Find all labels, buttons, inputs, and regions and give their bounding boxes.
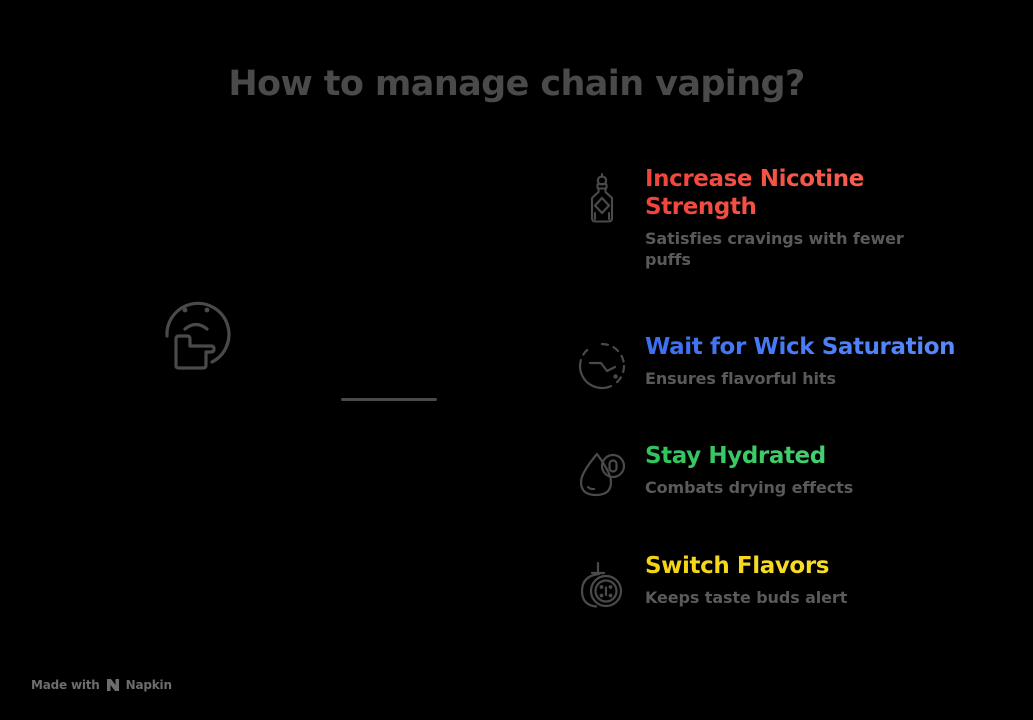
list-item[interactable]: Wait for Wick Saturation Ensures flavorf… — [575, 333, 995, 429]
page-title: How to manage chain vaping? — [228, 64, 805, 104]
list-item-title: Stay Hydrated — [645, 442, 995, 470]
list-item-title: Increase Nicotine Strength — [645, 165, 945, 221]
water-drop-icon — [575, 446, 629, 504]
footer-brand: Napkin — [125, 678, 172, 692]
list-item[interactable]: Stay Hydrated Combats drying effects — [575, 442, 995, 538]
list-item-description: Satisfies cravings with fewer puffs — [645, 229, 904, 270]
list-item[interactable]: Increase Nicotine Strength Satisfies cra… — [575, 165, 995, 270]
list-item-description: Combats drying effects — [645, 478, 854, 498]
list-item-title: Wait for Wick Saturation — [645, 333, 985, 361]
dropper-bottle-icon — [575, 169, 629, 227]
thinking-face-illustration — [155, 282, 247, 370]
flavor-pod-icon — [575, 556, 629, 614]
footer-watermark[interactable]: Made with Napkin — [31, 678, 172, 692]
list-item[interactable]: Switch Flavors Keeps taste buds alert — [575, 552, 995, 648]
timer-clock-icon — [575, 337, 629, 395]
napkin-logo-icon — [106, 679, 120, 691]
footer-prefix: Made with — [31, 678, 100, 692]
connector-line — [341, 398, 437, 401]
list-item-description: Keeps taste buds alert — [645, 588, 848, 608]
list-item-description: Ensures flavorful hits — [645, 369, 836, 389]
list-item-title: Switch Flavors — [645, 552, 995, 580]
